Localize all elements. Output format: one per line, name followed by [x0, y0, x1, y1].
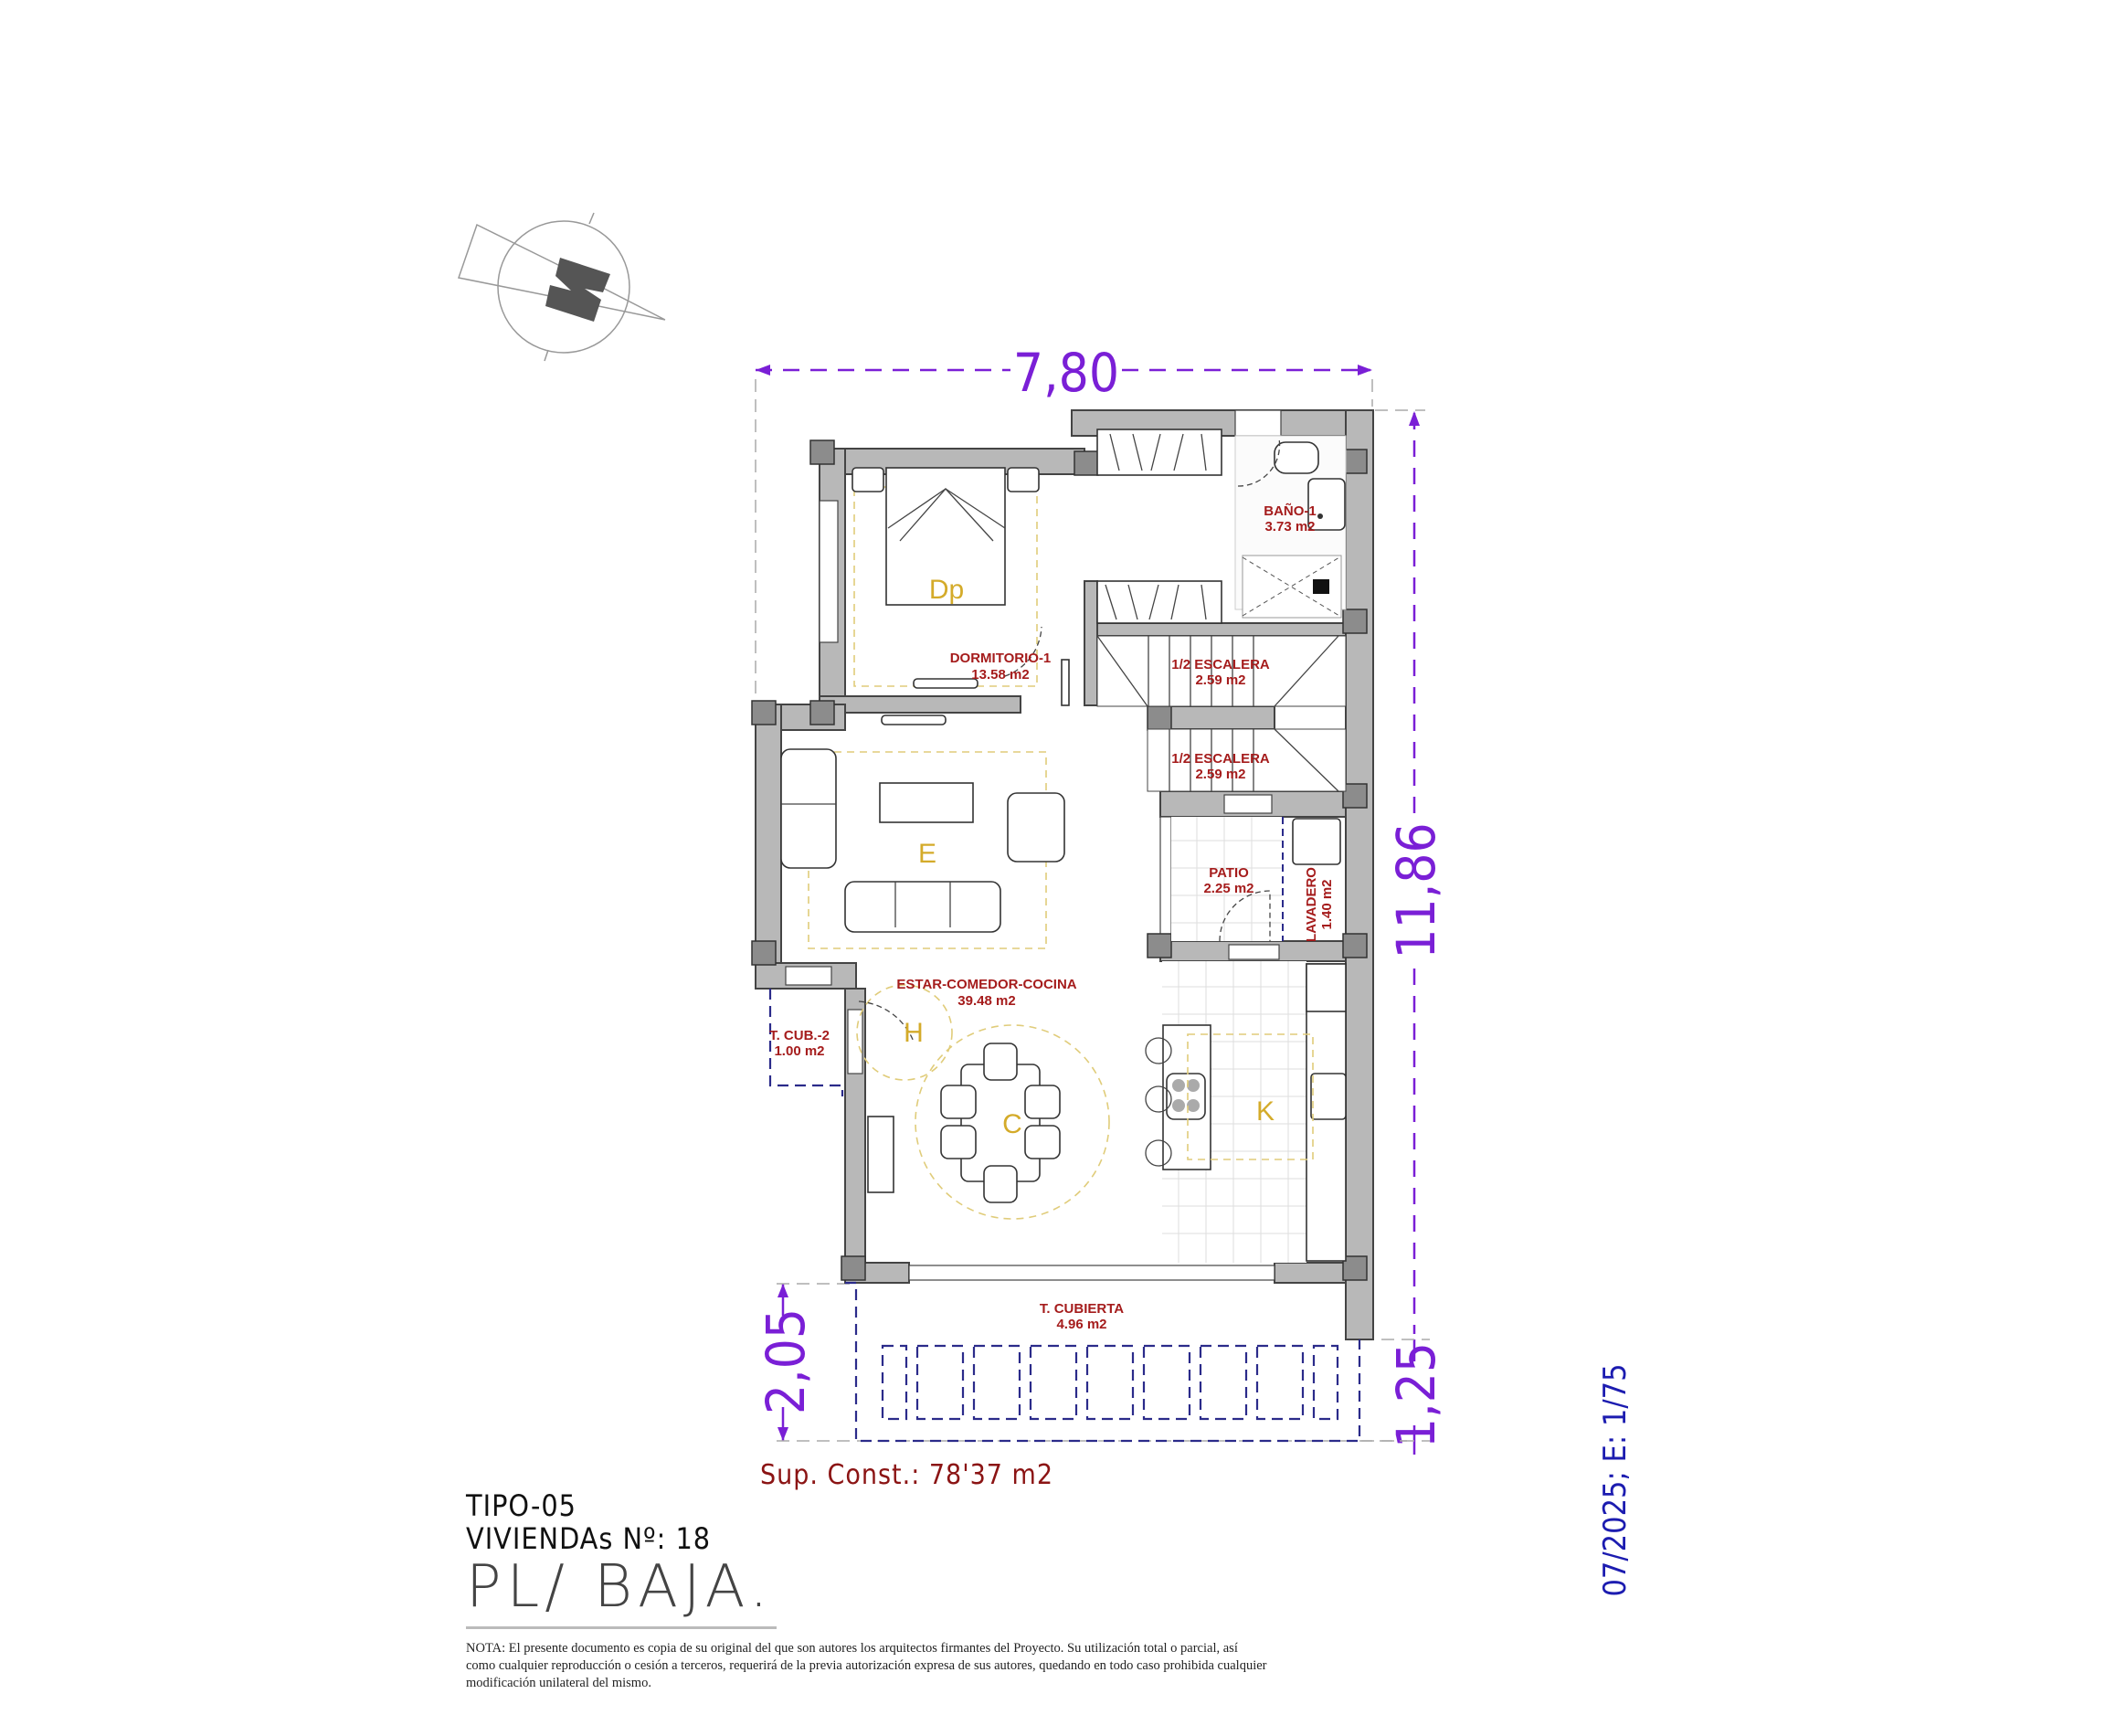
patio: PATIO 2.25 m2 LAVADERO 1.40 m2	[1171, 817, 1341, 942]
cooktop	[1166, 1073, 1206, 1120]
washbasin	[1307, 478, 1346, 531]
room-area-patio: 2.25 m2	[1203, 881, 1253, 896]
bedroom: Dp DORMITORIO-1 13.58 m2	[852, 429, 1222, 725]
sink	[1310, 1073, 1347, 1120]
sofa-left	[780, 748, 837, 869]
dimension-width-label: 7,80	[1013, 342, 1119, 404]
living-area: E	[780, 748, 1065, 949]
legal-note: NOTA: El presente documento es copia de …	[466, 1641, 1267, 1690]
coffee-table	[879, 782, 974, 823]
room-area-tcub2: 1.00 m2	[774, 1043, 824, 1059]
room-label-bano: BAÑO-1	[1264, 503, 1317, 519]
dimension-right-offset: 1,25	[1361, 1339, 1447, 1455]
dimension-depth-label: 11,86	[1385, 822, 1447, 958]
toilet	[1274, 441, 1319, 474]
dimension-width: 7,80	[755, 342, 1373, 713]
room-label-tcub2: T. CUB.-2	[769, 1028, 830, 1043]
room-label-estar: ESTAR-COMEDOR-COCINA	[896, 977, 1076, 992]
dimension-right-offset-label: 1,25	[1385, 1342, 1447, 1448]
room-label-patio: PATIO	[1209, 865, 1249, 881]
room-label-dormitorio: DORMITORIO-1	[950, 651, 1052, 666]
bed	[885, 467, 1006, 606]
dining-area: C	[867, 1024, 1110, 1220]
dimension-depth: 11,86	[1375, 409, 1447, 1334]
room-label-escalera-upper: 1/2 ESCALERA	[1171, 657, 1270, 672]
zone-dp: Dp	[929, 575, 964, 605]
room-area-lavadero: 1.40 m2	[1319, 879, 1335, 929]
title-divider	[466, 1626, 777, 1629]
hall: H ESTAR-COMEDOR-COCINA 39.48 m2	[856, 977, 1077, 1081]
terrace-covered: T. CUBIERTA 4.96 m2	[845, 1281, 1361, 1443]
terrace-small: T. CUB.-2 1.00 m2	[768, 989, 844, 1096]
date-scale-text: 07/2025; E: 1/75	[1597, 1363, 1634, 1597]
date-scale-stamp: 07/2025; E: 1/75	[1597, 1329, 1634, 1631]
north-arrow-icon	[458, 212, 666, 362]
room-label-lavadero: LAVADERO	[1304, 867, 1319, 942]
title-planta: PL/ BAJA.	[466, 1553, 774, 1621]
pillars	[751, 439, 1368, 1281]
room-label-tcubierta: T. CUBIERTA	[1040, 1301, 1124, 1317]
stairs: 1/2 ESCALERA 2.59 m2 1/2 ESCALERA 2.59 m…	[1096, 635, 1347, 792]
built-area-summary: Sup. Const.: 78'37 m2	[760, 1459, 1053, 1491]
room-area-escalera-lower: 2.59 m2	[1195, 767, 1245, 782]
room-area-tcubierta: 4.96 m2	[1056, 1317, 1106, 1332]
dining-table	[960, 1064, 1041, 1182]
sofa-bottom	[844, 881, 1001, 933]
title-block: TIPO-05 VIVIENDAs Nº: 18 PL/ BAJA.	[466, 1489, 777, 1629]
bathroom: BAÑO-1 3.73 m2	[1234, 435, 1347, 619]
zone-c: C	[1002, 1109, 1022, 1139]
zone-h: H	[904, 1018, 924, 1048]
dimension-terrace-label: 2,05	[755, 1308, 817, 1414]
title-viviendas: VIVIENDAs Nº: 18	[466, 1521, 712, 1556]
room-area-escalera-upper: 2.59 m2	[1195, 672, 1245, 688]
room-area-dormitorio: 13.58 m2	[971, 667, 1029, 683]
zone-k: K	[1256, 1096, 1275, 1127]
room-area-bano: 3.73 m2	[1264, 519, 1315, 535]
kitchen: K	[1145, 961, 1347, 1263]
room-area-estar: 39.48 m2	[957, 993, 1015, 1009]
title-tipo: TIPO-05	[466, 1488, 576, 1523]
zone-e: E	[918, 839, 936, 869]
room-label-escalera-lower: 1/2 ESCALERA	[1171, 751, 1270, 767]
armchair	[1007, 792, 1065, 863]
